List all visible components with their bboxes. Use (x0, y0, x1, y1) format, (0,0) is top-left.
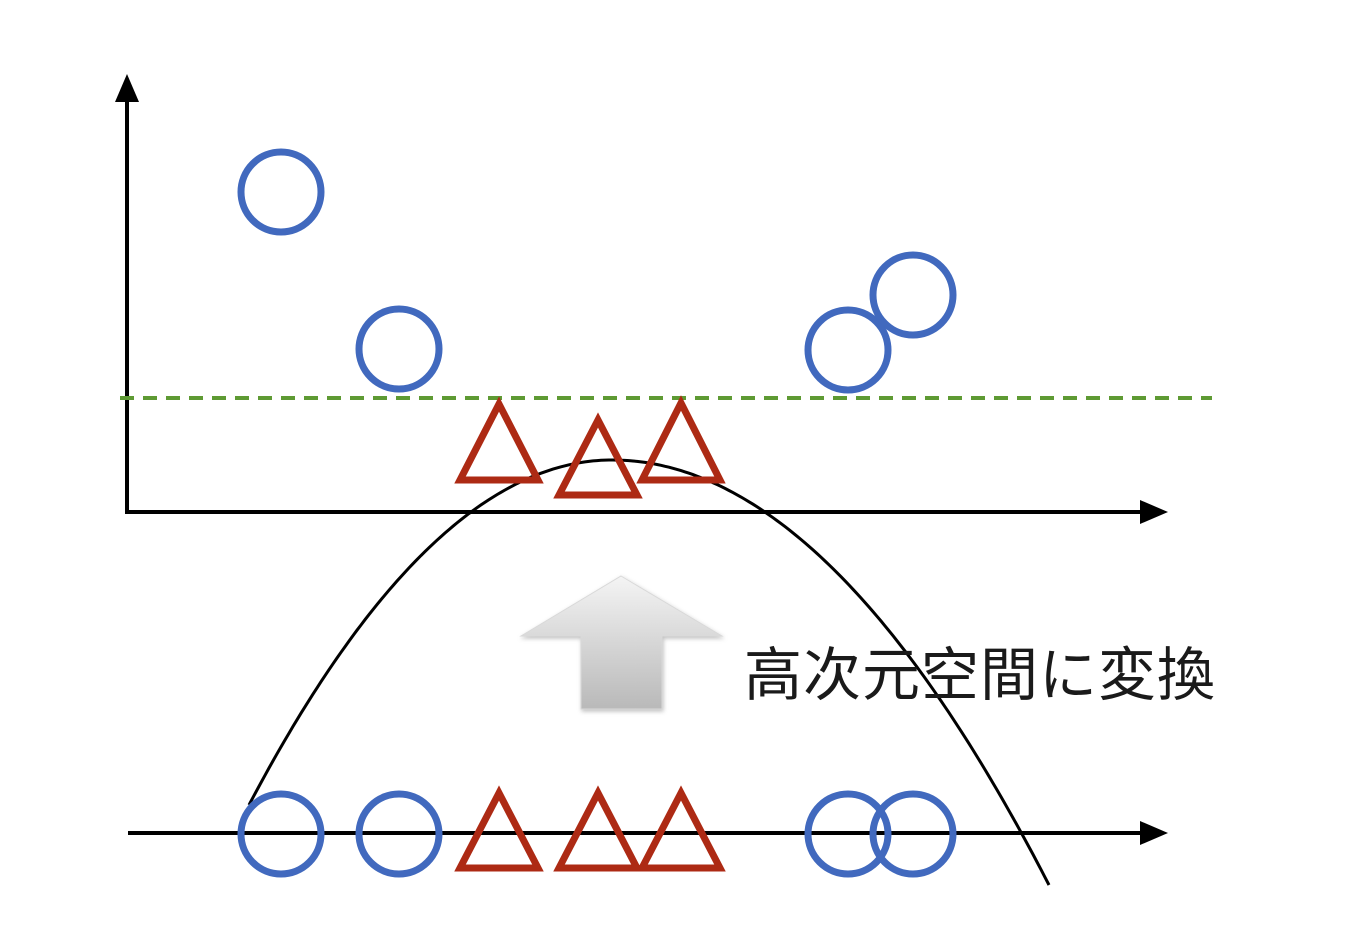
circle-icon (804, 306, 892, 394)
circle-icon (869, 790, 957, 878)
triangle-icon (636, 395, 726, 484)
y-axis-arrowhead (115, 74, 139, 102)
top-plot (115, 74, 1212, 886)
circle-icon (237, 148, 325, 236)
bottom-plot (128, 785, 1168, 878)
circle-icon (355, 305, 443, 393)
triangle-icon (636, 785, 726, 872)
triangle-icon (553, 412, 643, 499)
up-arrow-icon (519, 575, 724, 710)
transform-caption: 高次元空間に変換 (744, 641, 1217, 709)
circle-icon (355, 790, 443, 878)
triangle-icon (553, 785, 643, 872)
x-axis-arrowhead (1140, 500, 1168, 524)
circle-icon (869, 251, 957, 339)
circle-icon (804, 790, 892, 878)
triangle-icon (454, 396, 544, 484)
circle-icon (237, 790, 325, 878)
triangle-icon (454, 785, 544, 872)
number-line-arrowhead (1140, 821, 1168, 845)
